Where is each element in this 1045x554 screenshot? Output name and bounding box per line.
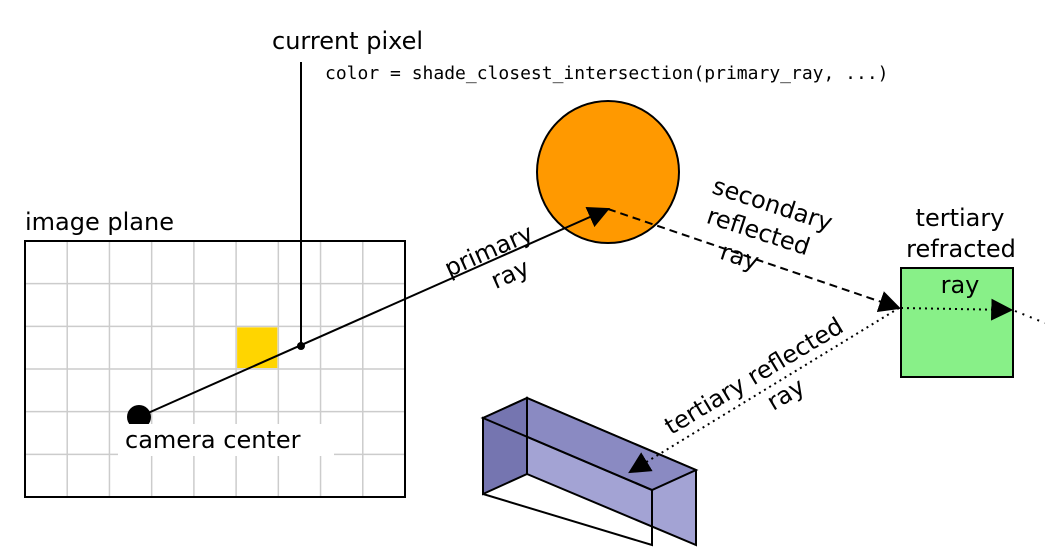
image-plane-grid [24, 240, 406, 498]
tertiary-refracted-label-line3: ray [941, 271, 980, 299]
tertiary-reflected-ray-line [628, 307, 900, 474]
green-glass-cube [900, 267, 1014, 378]
tertiary-refracted-label-line1: tertiary [916, 204, 1005, 232]
camera-center-label: camera center [125, 426, 301, 454]
primary-ray-line [138, 206, 611, 418]
current-pixel-highlight [237, 327, 278, 368]
tertiary-reflected-label-line1: tertiary reflected [660, 312, 849, 441]
pixel-center-dot [297, 342, 305, 350]
image-plane-border [24, 240, 406, 498]
tertiary-refracted-label-line2: refracted [906, 235, 1016, 263]
primary-ray-label: primary ray [440, 219, 537, 295]
tertiary-reflected-label: tertiary reflected ray [660, 312, 849, 441]
camera-center-dot [127, 405, 151, 429]
shading-code-label: color = shade_closest_intersection(prima… [325, 63, 889, 84]
tertiary-refracted-ray-exit [1014, 310, 1045, 324]
camera-center-label-bg [118, 424, 334, 456]
purple-box [480, 396, 699, 547]
current-pixel-label: current pixel [272, 27, 423, 55]
orange-sphere [536, 100, 680, 244]
secondary-ray-label: secondary reflected ray [703, 172, 836, 276]
image-plane-label: image plane [25, 208, 174, 236]
tertiary-refracted-ray-line [900, 298, 1014, 321]
